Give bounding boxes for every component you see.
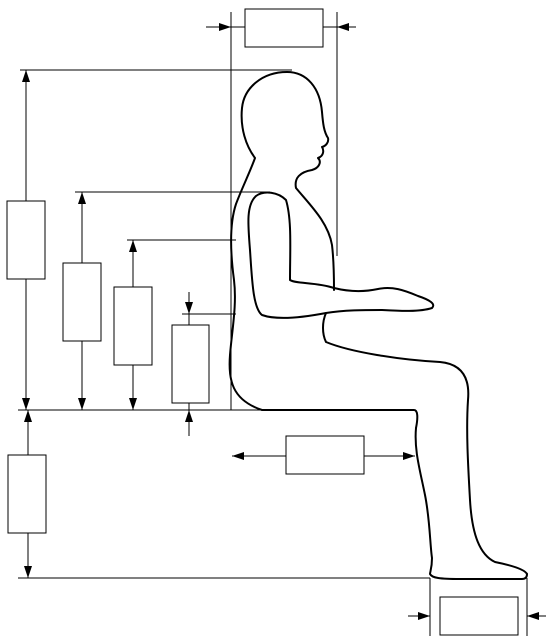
lumbar-height-dimension xyxy=(171,292,236,436)
seated-figure xyxy=(228,71,528,580)
foot-breadth-dimension xyxy=(408,578,546,636)
foot-breadth-label-box xyxy=(439,596,519,636)
figure-outline-lap xyxy=(322,312,528,575)
buttock-popliteal-dimension xyxy=(232,435,415,475)
lumbar-height-label-box xyxy=(171,324,210,404)
eye-height-label-box xyxy=(62,262,102,342)
elbow-height-label-box xyxy=(113,286,153,366)
shoulder-breadth-label-box xyxy=(244,8,324,48)
sitting-height-dimension xyxy=(6,69,292,410)
elbow-height-dimension xyxy=(113,239,236,410)
figure-outline-arm xyxy=(247,191,435,319)
shoulder-breadth-dimension xyxy=(206,8,356,410)
popliteal-height-label-box xyxy=(7,454,47,534)
figure-outline-face xyxy=(286,71,335,291)
eye-height-dimension xyxy=(62,191,270,410)
sitting-height-label-box xyxy=(6,200,46,280)
popliteal-height-dimension xyxy=(7,410,47,578)
buttock-popliteal-label-box xyxy=(285,435,365,475)
figure-outline-shin xyxy=(414,427,528,580)
